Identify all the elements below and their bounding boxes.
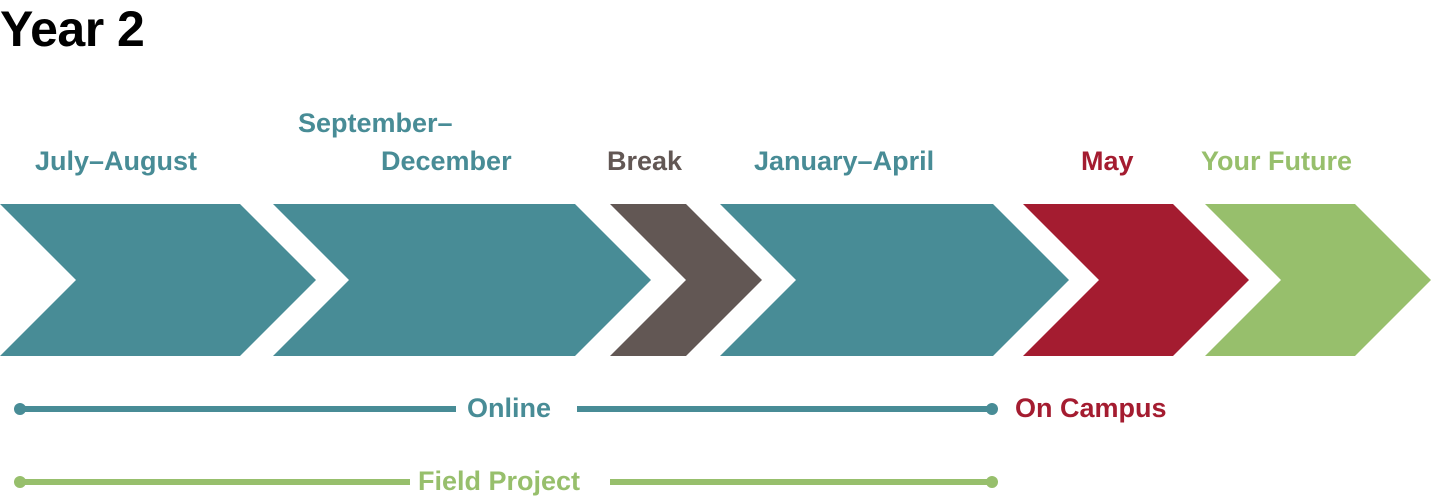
phase-label-july-august: July–August: [35, 146, 198, 176]
phase-label-your-future: Your Future: [1201, 146, 1352, 176]
chevron-january-april: [720, 204, 1069, 356]
field-project-track: [14, 476, 998, 488]
chevron-break: [610, 204, 762, 356]
online-start-dot: [14, 403, 26, 415]
chevron-may: [1023, 204, 1249, 356]
online-track: [14, 403, 998, 415]
phase-label-september: September–: [298, 108, 453, 138]
phase-label-break: Break: [607, 146, 683, 176]
track-label-field-project: Field Project: [418, 466, 581, 496]
chevron-july-august: [0, 204, 316, 356]
page-title: Year 2: [0, 1, 145, 57]
phase-label-december: December: [381, 146, 512, 176]
chevron-your-future: [1205, 204, 1431, 356]
phase-label-may: May: [1081, 146, 1134, 176]
phase-label-january-april: January–April: [754, 146, 935, 176]
track-label-on-campus: On Campus: [1015, 393, 1167, 423]
chevron-september-december: [273, 204, 651, 356]
track-label-online: Online: [467, 393, 552, 423]
field-project-end-dot: [986, 476, 998, 488]
online-end-dot: [986, 403, 998, 415]
field-project-start-dot: [14, 476, 26, 488]
